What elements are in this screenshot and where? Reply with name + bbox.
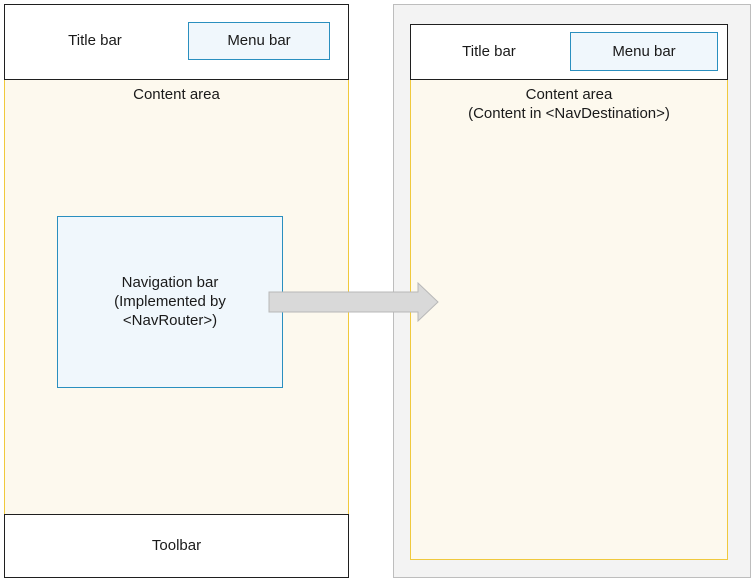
left-menu-bar	[188, 22, 330, 60]
navigation-bar-label-line1: Navigation bar	[121, 274, 219, 291]
right-content-area-label-line2: (Content in <NavDestination>)	[468, 105, 670, 122]
right-content-area	[410, 79, 728, 560]
navigation-arrow-icon	[268, 282, 439, 322]
left-menu-bar-label: Menu bar	[227, 32, 291, 49]
navigation-bar	[57, 216, 283, 388]
right-content-area-label-line1: Content area	[525, 86, 613, 103]
right-title-bar-label: Title bar	[462, 43, 516, 60]
left-content-area-label: Content area	[133, 86, 220, 103]
navigation-bar-label: Navigation bar (Implemented by <NavRoute…	[57, 273, 283, 330]
right-content-area-label: Content area (Content in <NavDestination…	[410, 85, 728, 123]
toolbar	[4, 514, 349, 578]
right-menu-bar-label: Menu bar	[612, 43, 676, 60]
right-menu-bar	[570, 32, 718, 71]
left-title-bar-label: Title bar	[68, 32, 122, 49]
navigation-bar-label-line2: (Implemented by	[114, 293, 226, 310]
toolbar-label: Toolbar	[151, 537, 202, 554]
navigation-bar-label-line3: <NavRouter>)	[122, 312, 218, 329]
